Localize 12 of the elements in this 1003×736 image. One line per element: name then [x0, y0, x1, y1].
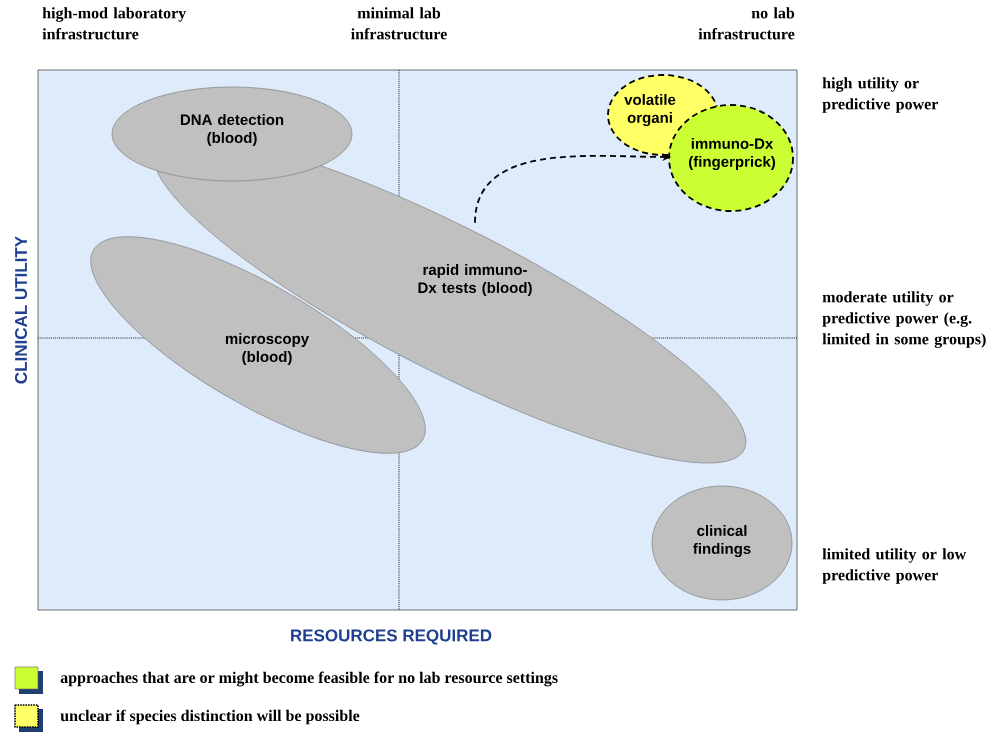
ellipse-node: DNA detection (blood)	[111, 86, 353, 182]
column-heading: no lab infrastructure	[698, 7, 795, 40]
row-heading: high utility or predictive power	[822, 77, 938, 113]
ellipse-node: clinical findings	[651, 485, 793, 601]
column-heading: high-mod laboratory infrastructure	[42, 7, 187, 40]
axis-title: CLINICAL UTILITY	[15, 236, 28, 384]
axis-title: RESOURCES REQUIRED	[291, 629, 492, 645]
column-heading: minimal lab infrastructure	[351, 7, 447, 40]
row-heading: moderate utility or predictive power (e.g. limited in some groups)	[822, 291, 986, 348]
legend-text: approaches that are or might become feasible for no lab resource settings	[60, 671, 558, 687]
row-heading: limited utility or low predictive power	[822, 548, 967, 584]
legend-text: unclear if species distinction will be possible	[60, 709, 360, 725]
